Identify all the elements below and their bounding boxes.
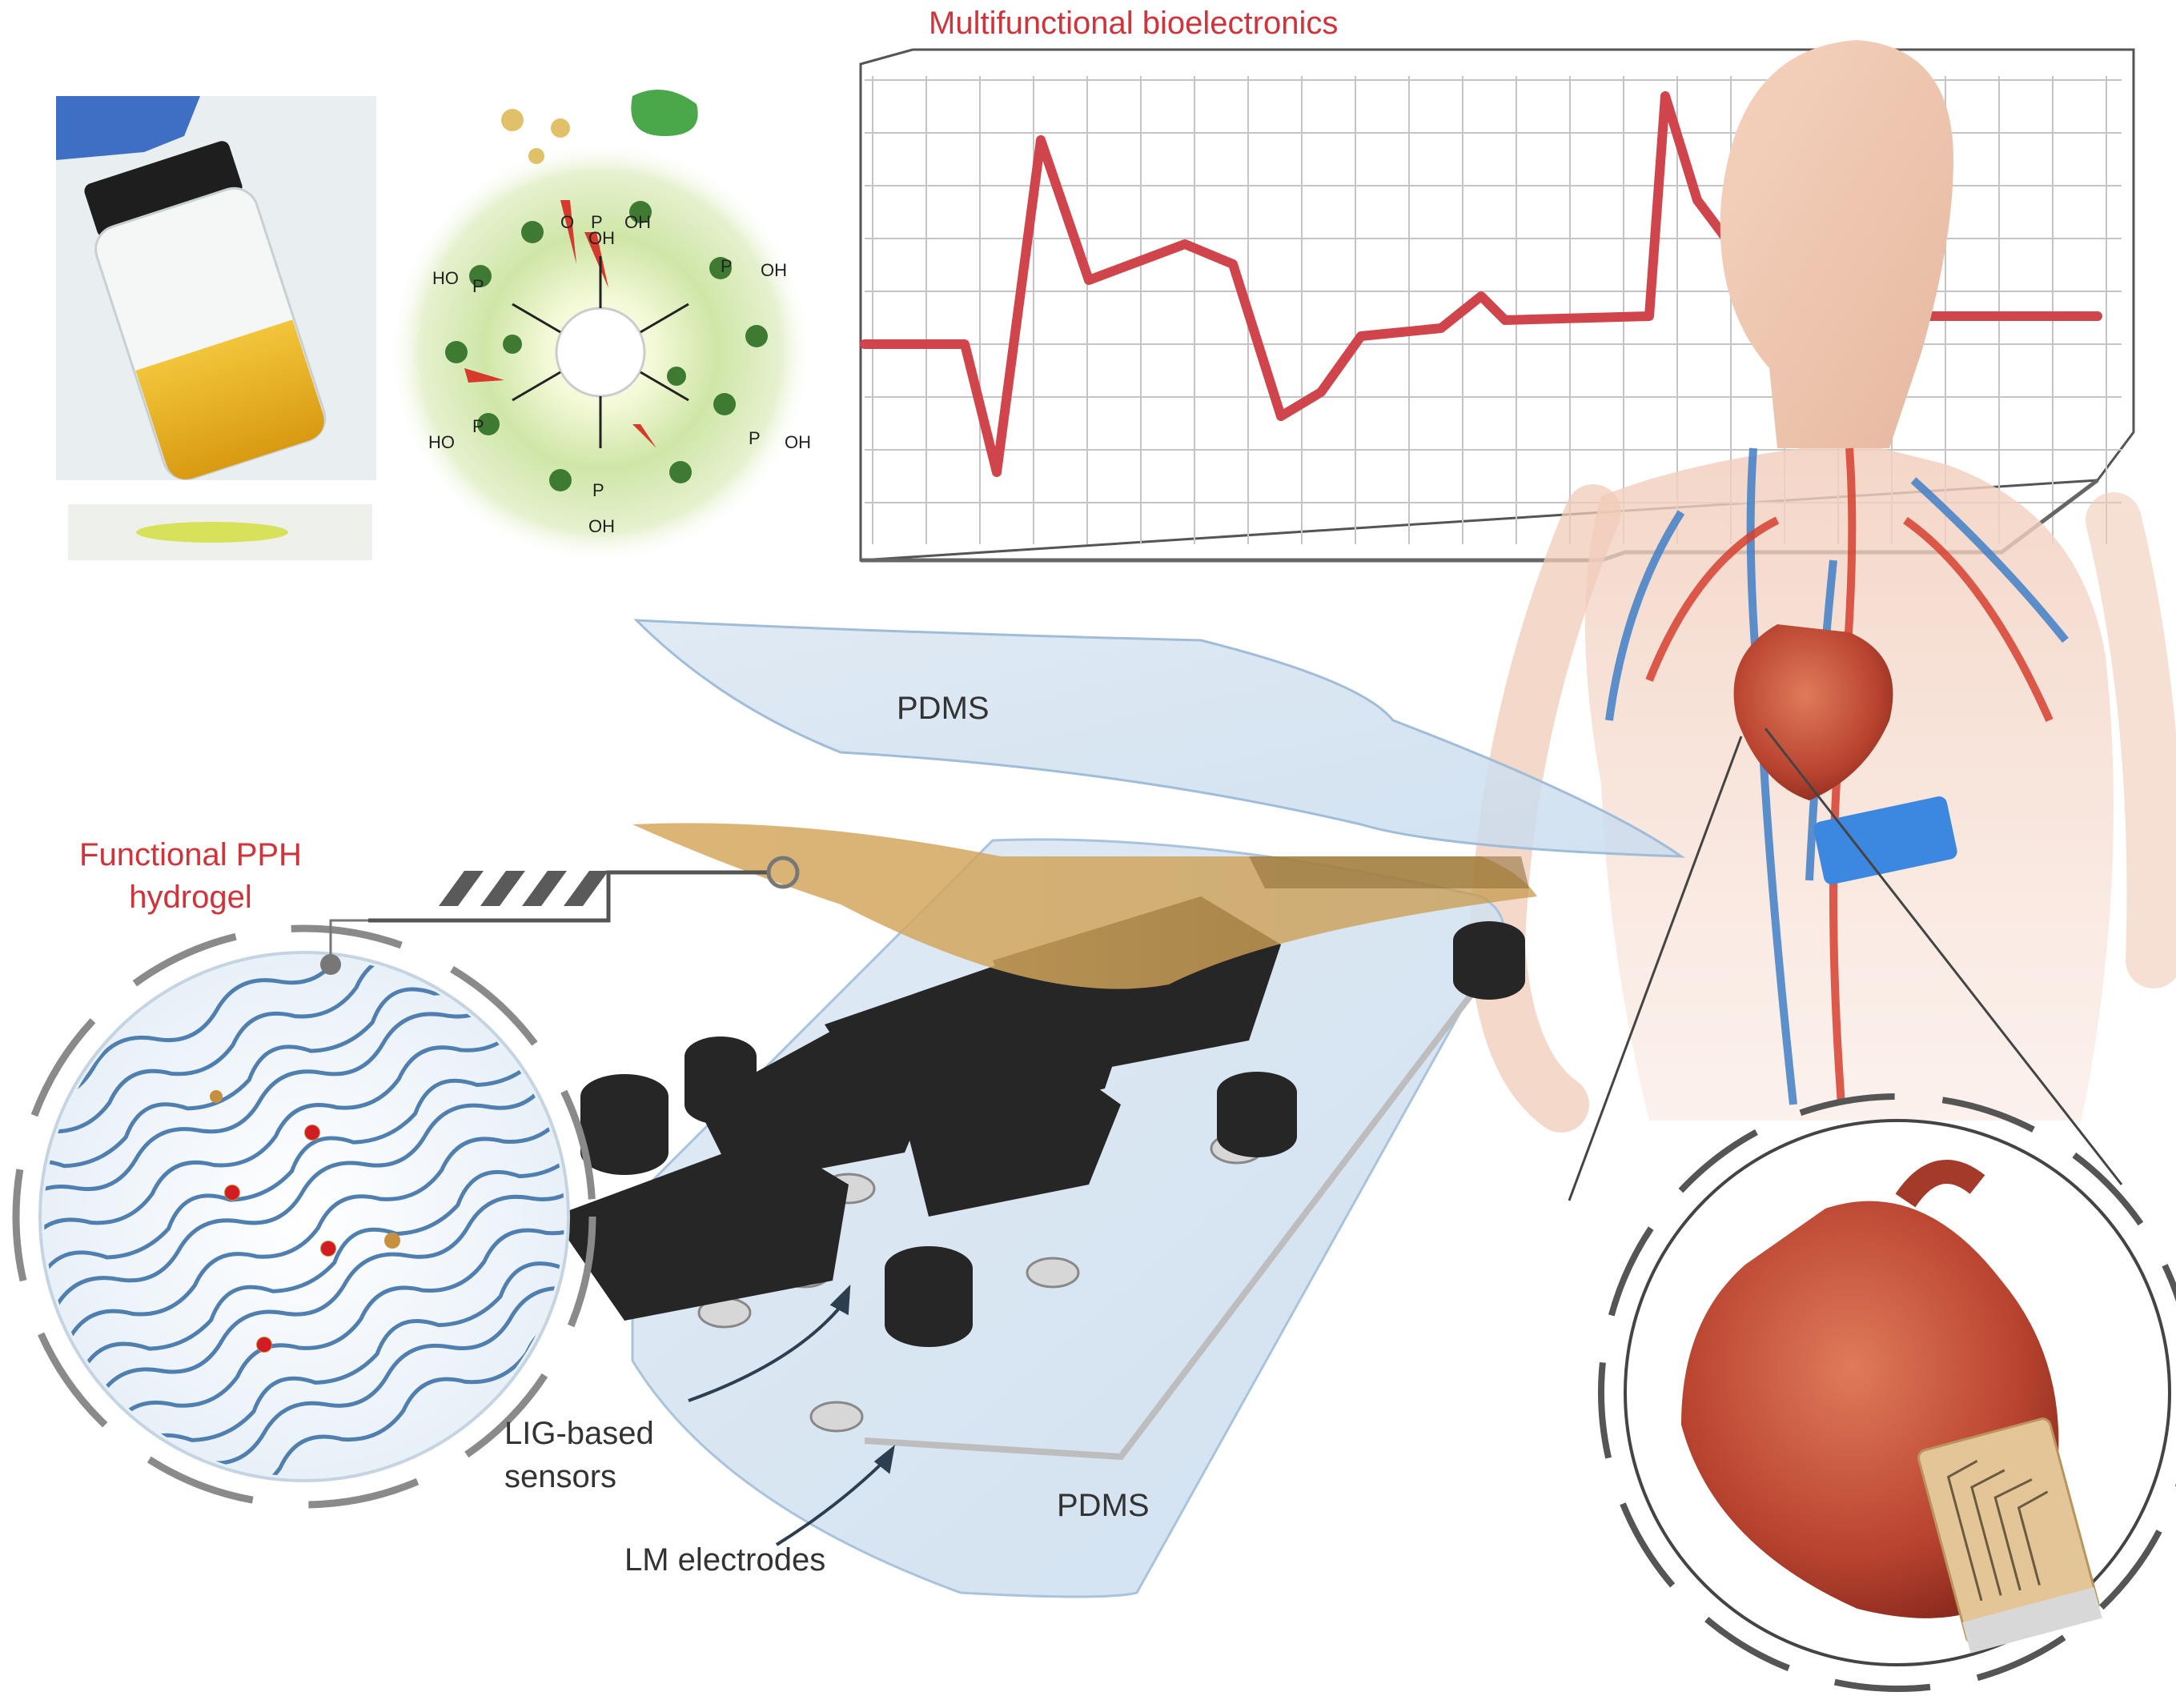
lig-sensors [552, 896, 1525, 1347]
stripe-marker [439, 871, 608, 906]
hydrogel-fiber [44, 1054, 541, 1280]
lig-label-line2: sensors [504, 1459, 617, 1494]
lm-electrodes [697, 1133, 1264, 1433]
chem-p-3: P [472, 276, 484, 296]
pph-label-line1: Functional PPH [79, 837, 302, 872]
pdms-bottom-label: PDMS [1057, 1488, 1150, 1523]
chem-oh-2: OH [624, 212, 651, 232]
hydrogel-fiber [67, 1110, 564, 1341]
hydrogel-fiber [82, 1145, 564, 1371]
phytic-acid-molecule: OH P O OH P OH HO P HO P P OH P OH [388, 90, 813, 564]
top-title: Multifunctional bioelectronics [929, 6, 1339, 41]
chem-oh-1: OH [588, 228, 615, 248]
chem-p-1: P [591, 212, 603, 232]
chem-p-6: P [592, 480, 604, 500]
patch-device [1917, 1417, 2102, 1654]
device-exploded-view [552, 619, 1686, 1598]
human-torso [1468, 40, 2176, 1201]
pdms-top-layer [633, 619, 1686, 858]
chem-oh-5: OH [588, 516, 615, 536]
chem-p-5: P [749, 428, 761, 448]
pph-label-line2: hydrogel [129, 880, 252, 915]
chem-oh-3: OH [761, 260, 787, 280]
heart-zoom [1598, 1093, 2176, 1692]
chem-ho-2: HO [428, 432, 455, 452]
hydrogel-fiber [44, 962, 498, 1189]
vial-photo [56, 96, 376, 560]
hydrogel-fiber [44, 1019, 524, 1249]
hydrogel-fiber [44, 984, 508, 1219]
hydrogel-fiber [53, 1076, 551, 1310]
chem-oh-4: OH [785, 432, 811, 452]
chem-o-1: O [560, 212, 574, 232]
hydrogel-fiber [95, 1167, 564, 1401]
chem-p-2: P [721, 256, 733, 276]
hydrogel-fiber [110, 1201, 564, 1432]
chem-p-4: P [472, 416, 484, 436]
chem-ho-1: HO [432, 268, 459, 288]
hydrogel-fiber [124, 1237, 564, 1462]
lm-electrodes-label: LM electrodes [624, 1542, 826, 1578]
leader-lines [688, 1284, 895, 1546]
pdms-top-label: PDMS [897, 691, 990, 726]
lig-label-line1: LIG-based [504, 1416, 654, 1451]
hydrogel-fiber [139, 1258, 564, 1477]
